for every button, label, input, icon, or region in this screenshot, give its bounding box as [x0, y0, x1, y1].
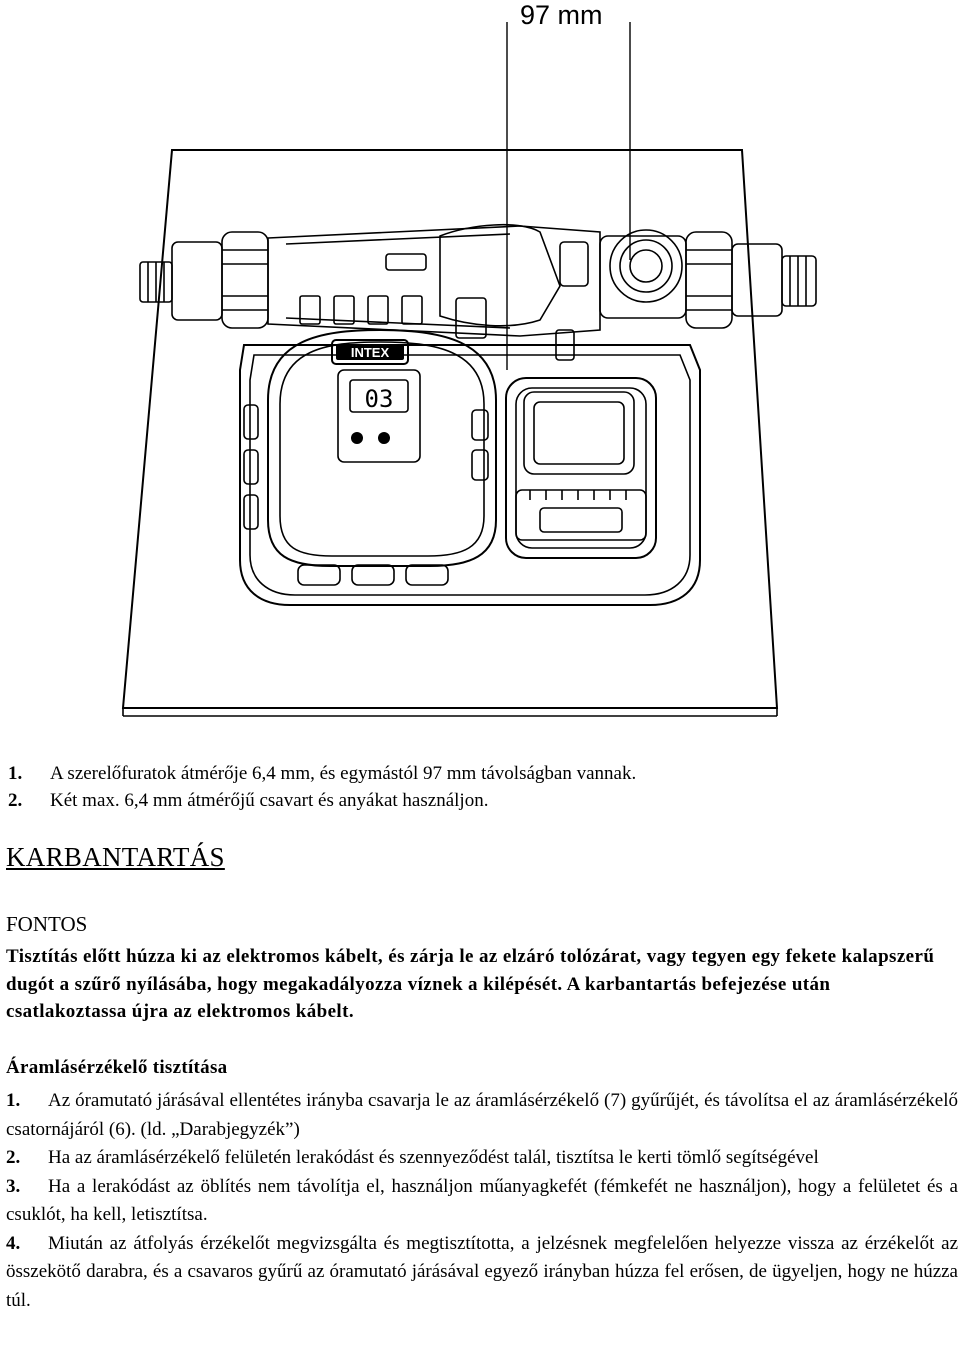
list-number: 1. — [8, 763, 23, 784]
step-text: Miután az átfolyás érzékelőt megvizsgált… — [6, 1232, 958, 1311]
display-readout: 03 — [365, 385, 394, 413]
dimension-indicator: 97 mm — [506, 0, 631, 370]
mounting-diagram: 97 mm — [121, 0, 817, 717]
step-number: 2. — [6, 1147, 21, 1168]
step-number: 4. — [6, 1232, 21, 1254]
dimension-label: 97 mm — [520, 0, 603, 30]
important-text: Tisztítás előtt húzza ki az elektromos k… — [6, 946, 935, 1022]
step-number: 3. — [6, 1175, 21, 1197]
control-unit: INTEX 03 — [267, 328, 497, 567]
list-item: 1. A szerelőfuratok átmérője 6,4 mm, és … — [8, 760, 636, 787]
step-item: 1. Az óramutató járásával ellentétes irá… — [6, 1087, 958, 1144]
subsection-title: Áramlásérzékelő tisztítása — [6, 1057, 228, 1078]
top-chamber — [267, 224, 601, 339]
control-button-left — [351, 432, 363, 444]
install-notes: 1. A szerelőfuratok átmérője 6,4 mm, és … — [8, 760, 636, 814]
cleaning-steps: 1. Az óramutató járásával ellentétes irá… — [6, 1087, 958, 1315]
section-title: KARBANTARTÁS — [6, 842, 225, 872]
control-button-right — [378, 432, 390, 444]
list-number: 2. — [8, 790, 23, 811]
step-text: Ha az áramlásérzékelő felületén lerakódá… — [48, 1147, 819, 1168]
mounting-plate — [121, 149, 779, 717]
step-text: Az óramutató járásával ellentétes irányb… — [6, 1090, 958, 1140]
step-item: 3. Ha a lerakódást az öblítés nem távolí… — [6, 1173, 958, 1230]
list-text: Két max. 6,4 mm átmérőjű csavart és anyá… — [50, 790, 489, 811]
step-text: Ha a lerakódást az öblítés nem távolítja… — [6, 1175, 958, 1226]
important-heading: FONTOS — [6, 912, 88, 936]
filter-box — [505, 377, 657, 559]
step-number: 1. — [6, 1090, 21, 1111]
right-pipe-fitting — [599, 229, 817, 329]
brand-logo: INTEX — [351, 345, 390, 360]
base-housing — [239, 329, 701, 606]
left-pipe-fitting — [139, 231, 269, 329]
list-text: A szerelőfuratok átmérője 6,4 mm, és egy… — [50, 763, 637, 784]
step-item: 2. Ha az áramlásérzékelő felületén lerak… — [6, 1144, 958, 1173]
list-item: 2. Két max. 6,4 mm átmérőjű csavart és a… — [8, 787, 636, 814]
step-item: 4. Miután az átfolyás érzékelőt megvizsg… — [6, 1230, 958, 1316]
